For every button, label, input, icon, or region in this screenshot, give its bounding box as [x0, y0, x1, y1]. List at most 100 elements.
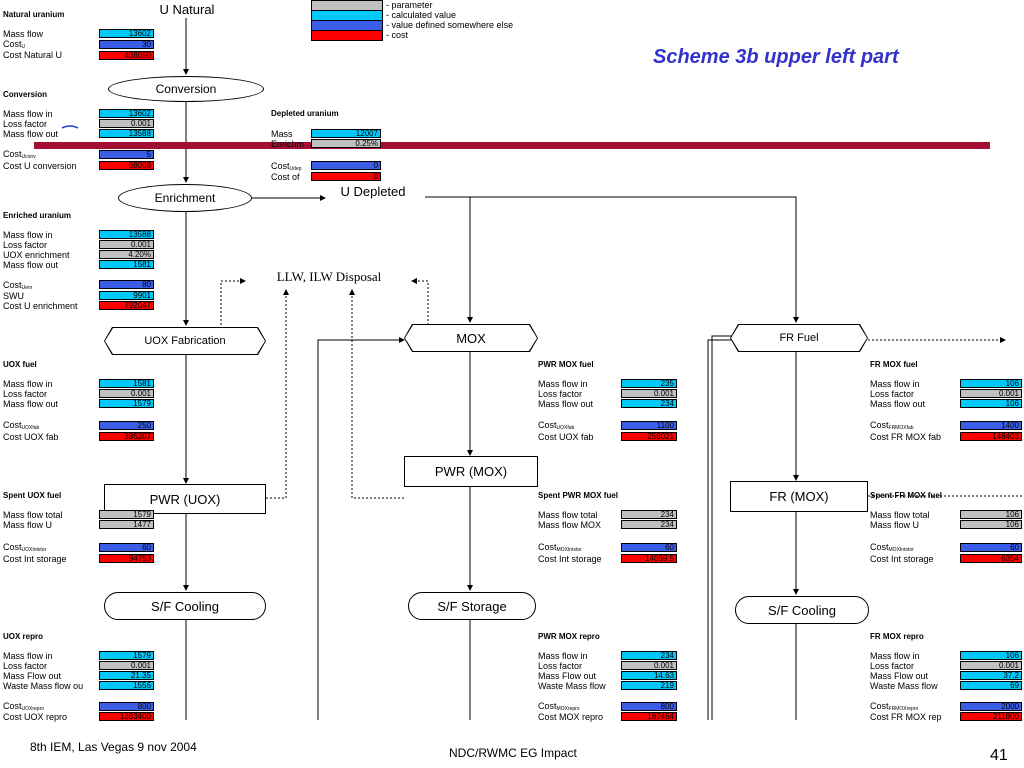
node-sf-storage: S/F Storage — [408, 592, 536, 620]
fr-mox-repro-value: 37.2 — [960, 671, 1022, 680]
conversion-value: 68008 — [99, 161, 154, 170]
footer-event: 8th IEM, Las Vegas 9 nov 2004 — [30, 740, 197, 754]
natural-uranium-label: CostU — [3, 39, 25, 52]
natural-uranium-label: Mass flow — [3, 29, 44, 39]
node-mox: MOX — [404, 324, 538, 352]
conversion-heading: Conversion — [3, 90, 48, 99]
cost-subscript: UOXfab — [21, 425, 40, 431]
enriched-uranium-label: UOX enrichment — [3, 250, 70, 260]
spent-uox-label: Mass flow total — [3, 510, 63, 520]
pwr-mox-fuel-label: CostUOXfab — [538, 420, 574, 433]
uox-fuel-value: 1579 — [99, 399, 154, 408]
spent-pwr-mox-label: CostMOXIntstor — [538, 542, 582, 555]
fr-fuel-label: FR Fuel — [731, 325, 867, 351]
cost-label: Cost — [538, 420, 557, 430]
spent-pwr-mox-value: 14059.5 — [621, 554, 677, 563]
conversion-value: 0.001 — [99, 119, 154, 128]
fr-mox-fuel-label: Loss factor — [870, 389, 915, 399]
spent-fr-mox-value: 6354 — [960, 554, 1022, 563]
fr-mox-repro-value: 0.001 — [960, 661, 1022, 670]
pwr-mox-fuel-value: 1100 — [621, 421, 677, 430]
uox-fuel-label: Loss factor — [3, 389, 48, 399]
spent-fr-mox-label: CostMOXIntstor — [870, 542, 914, 555]
spent-uox-value: 1477 — [99, 520, 154, 529]
node-enrichment: Enrichment — [118, 184, 252, 212]
cost-subscript: Uconv — [21, 154, 36, 160]
uox-repro-value: 1263400 — [99, 712, 154, 721]
fr-mox-fuel-value: 1400 — [960, 421, 1022, 430]
enriched-uranium-value: 792047 — [99, 301, 154, 310]
node-conversion: Conversion — [108, 76, 264, 102]
pwr-mox-fuel-label: Cost UOX fab — [538, 432, 594, 442]
enriched-uranium-value: 13588 — [99, 230, 154, 239]
uox-repro-value: 800 — [99, 702, 154, 711]
conversion-label: Mass flow out — [3, 129, 59, 139]
depleted-uranium-value: 12007 — [311, 129, 381, 138]
spent-pwr-mox-label: Mass flow MOX — [538, 520, 602, 530]
pwr-mox-repro-label: Loss factor — [538, 661, 583, 671]
depleted-uranium-value: 0 — [311, 161, 381, 170]
cost-label: Cost — [870, 420, 889, 430]
spent-fr-mox-label: Mass flow U — [870, 520, 920, 530]
fr-mox-fuel-label: Mass flow out — [870, 399, 926, 409]
uox-fuel-value: 395207 — [99, 432, 154, 441]
depleted-uranium-label: Cost of — [271, 172, 300, 182]
fr-mox-fuel-heading: FR MOX fuel — [870, 360, 918, 369]
enriched-uranium-label: Loss factor — [3, 240, 48, 250]
uox-repro-value: 21.35 — [99, 671, 154, 680]
enriched-uranium-label: Mass flow out — [3, 260, 59, 270]
uox-fuel-label: CostUOXfab — [3, 420, 39, 433]
depleted-uranium-value: 0.25% — [311, 139, 381, 148]
node-sf-cooling-uox: S/F Cooling — [104, 592, 266, 620]
enriched-uranium-label: SWU — [3, 291, 24, 301]
conversion-label: Loss factor — [3, 119, 48, 129]
cost-label: Cost — [3, 701, 22, 711]
natural-uranium-heading: Natural uranium — [3, 10, 65, 19]
enriched-uranium-value: 1581 — [99, 260, 154, 269]
spent-fr-mox-heading: Spent FR MOX fuel — [870, 491, 942, 500]
uox-fabrication-label: UOX Fabrication — [105, 328, 265, 354]
uox-repro-value: 1579 — [99, 651, 154, 660]
spent-uox-value: 1579 — [99, 510, 154, 519]
spent-fr-mox-label: Cost Int storage — [870, 554, 934, 564]
uox-repro-value: 0.001 — [99, 661, 154, 670]
fr-mox-fuel-label: Cost FR MOX fab — [870, 432, 942, 442]
cost-subscript: U — [21, 44, 26, 50]
cost-label: Cost — [3, 542, 22, 552]
enriched-uranium-value: 4.20% — [99, 250, 154, 259]
legend-cost-swatch — [311, 30, 383, 41]
cost-label: Cost — [3, 420, 22, 430]
cost-subscript: UOXIntstor — [21, 547, 47, 553]
pwr-mox-repro-value: 0.001 — [621, 661, 677, 670]
pwr-mox-repro-label: Cost MOX repro — [538, 712, 604, 722]
legend-else-label: - value defined somewhere else — [386, 20, 514, 30]
uox-fuel-label: Mass flow out — [3, 399, 59, 409]
conversion-value: 5 — [99, 150, 154, 159]
uox-fuel-value: 1581 — [99, 379, 154, 388]
enriched-uranium-label: Mass flow in — [3, 230, 53, 240]
spent-uox-heading: Spent UOX fuel — [3, 491, 62, 500]
fr-mox-repro-value: 211800 — [960, 712, 1022, 721]
spent-uox-label: CostUOXIntstor — [3, 542, 46, 555]
fr-mox-fuel-value: 0.001 — [960, 389, 1022, 398]
cost-subscript: Udep — [289, 166, 302, 172]
spent-pwr-mox-value: 60 — [621, 543, 677, 552]
uox-repro-value: 1556 — [99, 681, 154, 690]
node-pwr-uox: PWR (UOX) — [104, 484, 266, 514]
spent-fr-mox-label: Mass flow total — [870, 510, 930, 520]
pwr-mox-repro-label: Mass flow in — [538, 651, 588, 661]
cost-label: Cost — [870, 701, 889, 711]
spent-uox-label: Mass flow U — [3, 520, 53, 530]
fr-mox-repro-label: Loss factor — [870, 661, 915, 671]
pwr-mox-repro-label: Waste Mass flow — [538, 681, 606, 691]
legend-cost-label: - cost — [386, 30, 409, 40]
enriched-uranium-label: Cost U enrichment — [3, 301, 78, 311]
pwr-mox-repro-value: 234 — [621, 651, 677, 660]
legend-parameter-label: - parameter — [386, 0, 433, 10]
uox-fuel-value: 0.001 — [99, 389, 154, 398]
pwr-mox-repro-value: 187464 — [621, 712, 677, 721]
cost-label: Cost — [3, 280, 22, 290]
cost-subscript: MOXIntstor — [888, 547, 914, 553]
pwr-mox-fuel-value: 0.001 — [621, 389, 677, 398]
